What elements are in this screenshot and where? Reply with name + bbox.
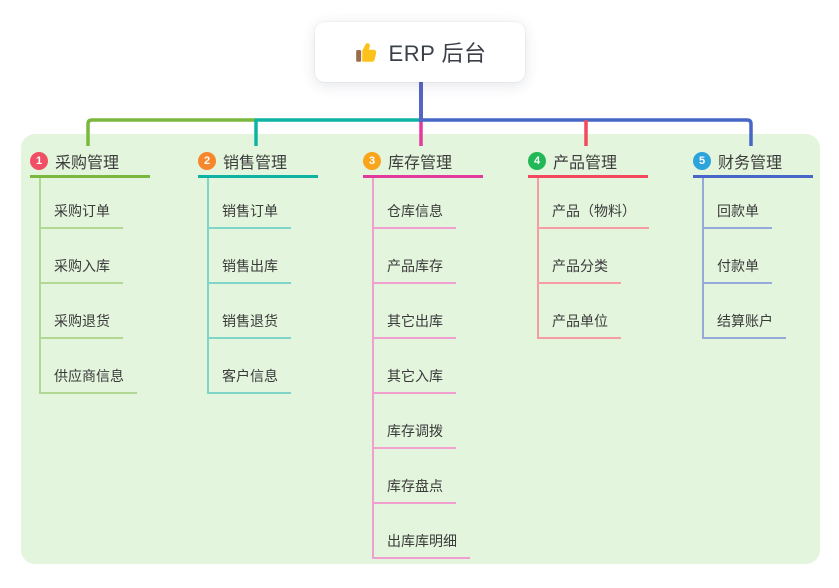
child-node[interactable]: 采购入库 — [40, 254, 123, 284]
child-node[interactable]: 产品库存 — [373, 254, 456, 284]
branch-title: 销售管理 — [223, 154, 288, 172]
branch-number-badge: 1 — [30, 151, 48, 170]
thumbs-up-icon — [354, 39, 380, 65]
branch-node-1[interactable]: 1 采购管理 — [30, 146, 150, 178]
child-node[interactable]: 销售订单 — [208, 199, 291, 229]
branch-number-badge: 4 — [528, 151, 546, 170]
branches-background-panel — [21, 134, 820, 564]
child-node[interactable]: 采购退货 — [40, 309, 123, 339]
branch-node-3[interactable]: 3 库存管理 — [363, 146, 483, 178]
child-node[interactable]: 供应商信息 — [40, 364, 137, 394]
branch-node-4[interactable]: 4 产品管理 — [528, 146, 648, 178]
child-node[interactable]: 回款单 — [703, 199, 772, 229]
branch-node-2[interactable]: 2 销售管理 — [198, 146, 318, 178]
child-node[interactable]: 销售出库 — [208, 254, 291, 284]
child-node[interactable]: 其它出库 — [373, 309, 456, 339]
child-node[interactable]: 产品（物料） — [538, 199, 649, 229]
branch-title: 采购管理 — [55, 154, 120, 172]
branch-number-badge: 2 — [198, 151, 216, 170]
child-node[interactable]: 产品单位 — [538, 309, 621, 339]
branch-node-5[interactable]: 5 财务管理 — [693, 146, 813, 178]
child-node[interactable]: 出库库明细 — [373, 529, 470, 559]
branch-title: 财务管理 — [718, 154, 783, 172]
branch-title: 库存管理 — [388, 154, 453, 172]
child-node[interactable]: 库存盘点 — [373, 474, 456, 504]
branch-title: 产品管理 — [553, 154, 618, 172]
root-node-erp[interactable]: ERP 后台 — [315, 22, 525, 82]
child-node[interactable]: 采购订单 — [40, 199, 123, 229]
child-node[interactable]: 库存调拨 — [373, 419, 456, 449]
branch-number-badge: 3 — [363, 151, 381, 170]
child-node[interactable]: 结算账户 — [703, 309, 786, 339]
child-node[interactable]: 其它入库 — [373, 364, 456, 394]
child-node[interactable]: 仓库信息 — [373, 199, 456, 229]
child-node[interactable]: 产品分类 — [538, 254, 621, 284]
child-node[interactable]: 付款单 — [703, 254, 772, 284]
child-node[interactable]: 销售退货 — [208, 309, 291, 339]
branch-number-badge: 5 — [693, 151, 711, 170]
child-node[interactable]: 客户信息 — [208, 364, 291, 394]
root-node-label: ERP 后台 — [388, 41, 487, 66]
